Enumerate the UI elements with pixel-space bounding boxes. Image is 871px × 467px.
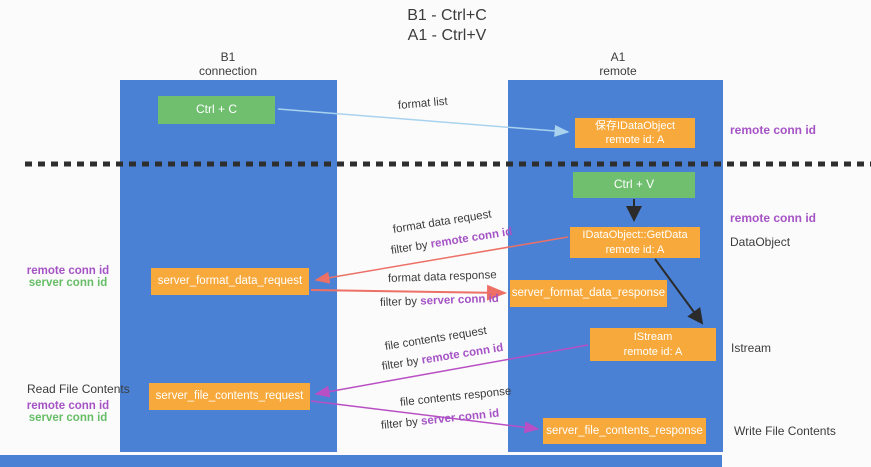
left-conn-ids: remote conn id server conn id xyxy=(22,265,114,289)
save-idataobject-box: 保存IDataObject remote id: A xyxy=(575,118,695,148)
server-format-data-response-label: server_format_data_response xyxy=(511,287,666,300)
filter-by-server-2: filter by server conn id xyxy=(380,408,499,432)
filter-by-text: filter by xyxy=(381,354,423,373)
server-format-data-request-label: server_format_data_request xyxy=(157,275,303,288)
istream-box: IStream remote id: A xyxy=(590,328,716,361)
diagram-title: B1 - Ctrl+C A1 - Ctrl+V xyxy=(347,6,547,46)
left-column-subtitle: connection xyxy=(198,64,258,78)
istream-side-label: Istream xyxy=(731,341,772,355)
server-format-data-response-box: server_format_data_response xyxy=(510,280,667,307)
read-server-conn-id-label: server conn id xyxy=(28,412,108,424)
remote-conn-id-top-label: remote conn id xyxy=(730,123,817,137)
ctrl-c-label: Ctrl + C xyxy=(195,102,237,117)
server-conn-id-text: server conn id xyxy=(420,407,500,428)
server-file-contents-request-box: server_file_contents_request xyxy=(149,383,310,410)
bottom-strip xyxy=(0,455,722,467)
right-column-name: A1 xyxy=(610,50,626,64)
filter-by-text: filter by xyxy=(380,415,422,432)
right-column-header: A1 remote xyxy=(518,50,718,78)
istream-line2: remote id: A xyxy=(623,345,683,358)
left-column-name: B1 xyxy=(220,50,236,64)
filter-by-server-1: filter by server conn id xyxy=(380,293,499,309)
format-data-response-arrow xyxy=(310,284,507,301)
left-column-header: B1 connection xyxy=(128,50,328,78)
remote-conn-id-mid-label: remote conn id xyxy=(730,211,817,225)
save-idataobject-line1: 保存IDataObject xyxy=(594,119,676,132)
save-idataobject-line2: remote id: A xyxy=(605,134,665,146)
filter-by-text: filter by xyxy=(390,238,432,257)
ctrl-v-box: Ctrl + V xyxy=(573,172,695,198)
server-conn-id-text: server conn id xyxy=(420,292,500,308)
getdata-line2: remote id: A xyxy=(605,243,665,256)
title-line-1: B1 - Ctrl+C xyxy=(407,7,487,24)
filter-by-text: filter by xyxy=(379,295,421,309)
dataobject-label: DataObject xyxy=(730,235,791,249)
write-file-contents-label: Write File Contents xyxy=(734,424,836,438)
getdata-line1: IDataObject::GetData xyxy=(582,229,688,242)
ctrl-v-label: Ctrl + V xyxy=(613,177,655,192)
read-conn-ids: remote conn id server conn id xyxy=(22,400,114,424)
right-column-subtitle: remote xyxy=(599,64,637,78)
format-list-label: format list xyxy=(397,95,449,112)
left-server-conn-id-label: server conn id xyxy=(28,277,108,289)
file-contents-response-label: file contents response xyxy=(399,385,512,409)
server-format-data-request-box: server_format_data_request xyxy=(151,268,309,295)
server-file-contents-response-label: server_file_contents_response xyxy=(546,424,703,437)
server-file-contents-request-label: server_file_contents_request xyxy=(155,390,304,403)
title-line-2: A1 - Ctrl+V xyxy=(407,27,487,44)
istream-line1: IStream xyxy=(633,331,673,344)
ctrl-c-box: Ctrl + C xyxy=(158,96,275,124)
format-data-response-label: format data response xyxy=(387,269,497,285)
read-file-contents-label: Read File Contents xyxy=(27,382,130,396)
read-remote-conn-id-label: remote conn id xyxy=(26,400,110,412)
server-file-contents-response-box: server_file_contents_response xyxy=(543,418,706,444)
left-remote-conn-id-label: remote conn id xyxy=(26,265,110,277)
remote-conn-id-text: remote conn id xyxy=(420,341,505,367)
remote-conn-id-text: remote conn id xyxy=(429,225,514,251)
getdata-box: IDataObject::GetData remote id: A xyxy=(570,227,700,258)
